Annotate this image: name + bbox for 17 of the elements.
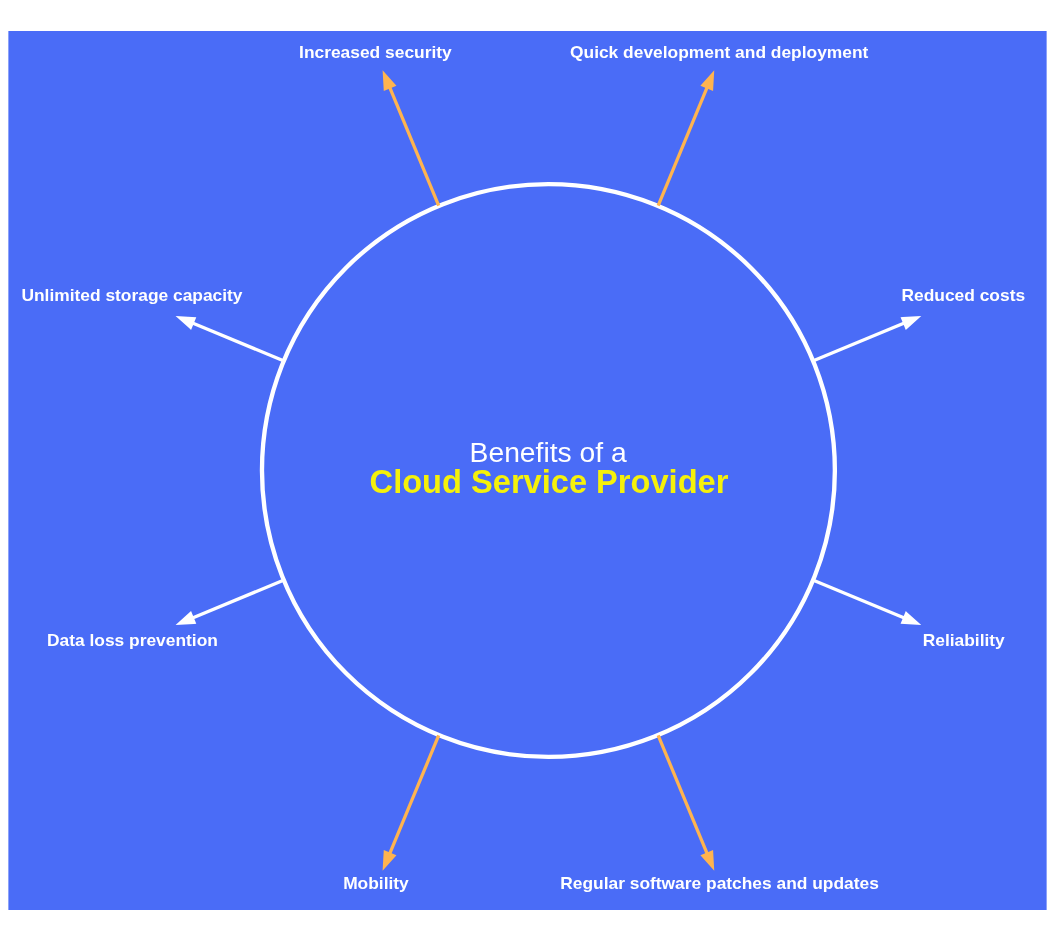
arrow xyxy=(175,578,285,625)
arrow xyxy=(656,734,715,871)
node-text: Data loss prevention xyxy=(46,629,218,650)
node-text: Quick development and deployment xyxy=(570,41,869,62)
arrow xyxy=(382,734,441,871)
arrow xyxy=(812,315,922,362)
arrow xyxy=(382,69,441,206)
node-circle: Benefits of a Cloud Service Provider xyxy=(259,181,838,759)
node-text: Reduced costs xyxy=(901,284,1026,305)
arrow xyxy=(656,69,715,206)
arrow xyxy=(175,315,285,362)
node-text: Mobility xyxy=(343,872,409,893)
node-text: Increased security xyxy=(299,41,452,62)
node-text: Unlimited storage capacity xyxy=(21,284,243,305)
arrow xyxy=(812,578,922,625)
node-text: Reliability xyxy=(922,629,1005,650)
node-text: Regular software patches and updates xyxy=(560,872,879,893)
